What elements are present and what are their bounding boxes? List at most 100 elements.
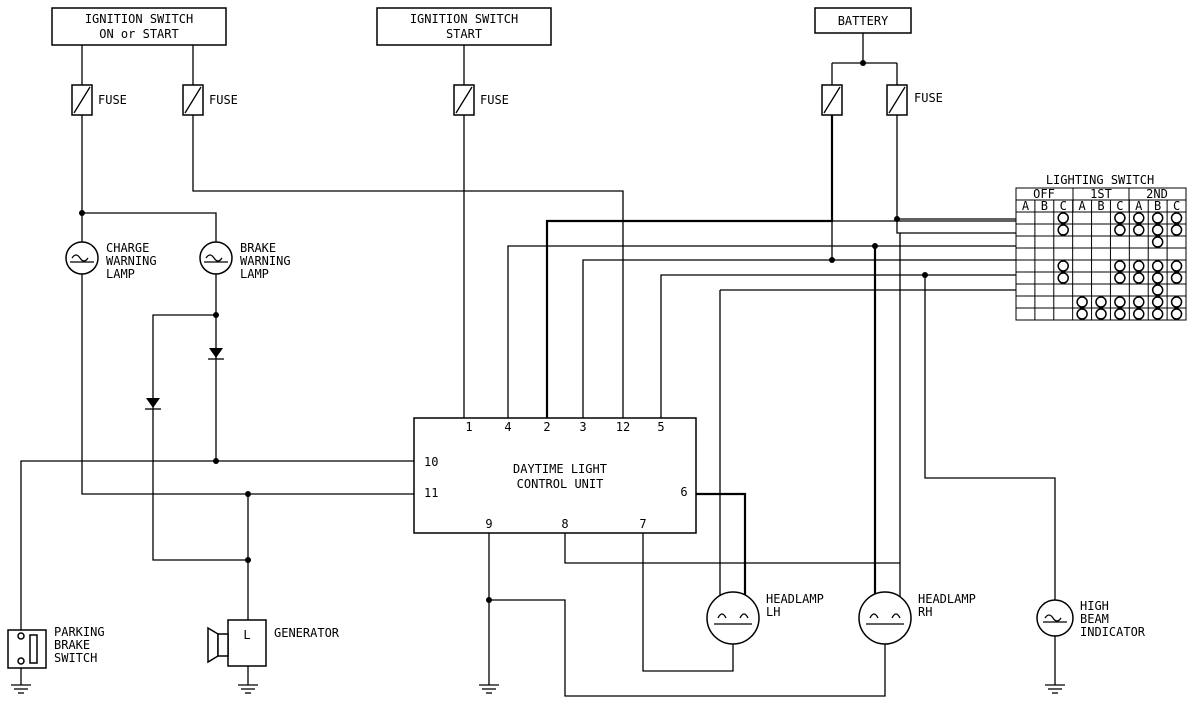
high-beam-label-3: INDICATOR (1080, 625, 1146, 639)
switch-contact (1151, 284, 1164, 296)
fuse-2-label: FUSE (209, 93, 238, 107)
daytime-light-control-unit: DAYTIME LIGHT CONTROL UNIT 1 4 2 3 12 5 … (413, 417, 697, 534)
switch-contact (1114, 296, 1126, 308)
ignition-on-start-box: IGNITION SWITCH ON or START (51, 7, 227, 46)
headlamp-rh-label-2: RH (918, 605, 932, 619)
switch-contact (1133, 308, 1145, 320)
ignition-start-label-2: START (446, 27, 482, 41)
diode-brake (208, 348, 224, 360)
switch-contact (1057, 272, 1069, 284)
high-beam-label-2: BEAM (1080, 612, 1109, 626)
battery-box: BATTERY (814, 7, 912, 34)
headlamp-rh: HEADLAMP RH (858, 591, 976, 645)
pin-label: 6 (680, 485, 687, 499)
pin-label: 7 (639, 517, 646, 531)
ignition-on-start-label-2: ON or START (99, 27, 178, 41)
lighting-column-label: A (1078, 199, 1086, 213)
switch-contact (1114, 272, 1126, 284)
ignition-start-box: IGNITION SWITCH START (376, 7, 552, 46)
switch-contact (1151, 296, 1164, 308)
lighting-group-2nd: 2ND (1146, 187, 1168, 201)
ground-icon (11, 684, 31, 694)
charge-warning-lamp: CHARGE WARNING LAMP (65, 241, 157, 281)
lighting-column-label: C (1116, 199, 1123, 213)
parking-brake-label-3: SWITCH (54, 651, 97, 665)
parking-brake-label-1: PARKING (54, 625, 105, 639)
lighting-column-label: B (1097, 199, 1104, 213)
fuse-3: FUSE (453, 45, 509, 116)
control-unit-title-1: DAYTIME LIGHT (513, 462, 607, 476)
switch-contact (1057, 224, 1069, 236)
switch-contact (1076, 296, 1088, 308)
switch-contact (1095, 308, 1107, 320)
lighting-group-1st: 1ST (1090, 187, 1112, 201)
lighting-column-label: B (1041, 199, 1048, 213)
headlamp-lh-label-1: HEADLAMP (766, 592, 824, 606)
battery-label: BATTERY (838, 14, 889, 28)
high-beam-indicator: HIGH BEAM INDICATOR (1036, 599, 1146, 639)
lighting-column-label: A (1022, 199, 1030, 213)
fuse-2: FUSE (182, 45, 238, 116)
switch-contact (1057, 260, 1069, 272)
pin-label: 10 (424, 455, 438, 469)
pin-label: 8 (561, 517, 568, 531)
switch-contact (1151, 236, 1164, 248)
switch-contact (1133, 296, 1145, 308)
switch-contact (1151, 224, 1164, 236)
pin-label: 12 (616, 420, 630, 434)
lighting-column-label: A (1135, 199, 1143, 213)
generator-label: GENERATOR (274, 626, 340, 640)
lighting-group-off: OFF (1033, 187, 1055, 201)
switch-contact (1170, 308, 1183, 320)
lighting-column-label: C (1060, 199, 1067, 213)
switch-contact (1151, 308, 1164, 320)
switch-contact (1057, 212, 1069, 224)
ground-icon (238, 684, 258, 694)
switch-contact (1114, 308, 1126, 320)
switch-contact (1170, 296, 1183, 308)
lighting-switch-title: LIGHTING SWITCH (1046, 173, 1154, 187)
diode-charge (145, 398, 161, 410)
ignition-start-label-1: IGNITION SWITCH (410, 12, 518, 26)
ground-icon (1045, 684, 1065, 694)
headlamp-lh-label-2: LH (766, 605, 780, 619)
brake-lamp-label-3: LAMP (240, 267, 269, 281)
charge-lamp-label-2: WARNING (106, 254, 157, 268)
fuse-1-label: FUSE (98, 93, 127, 107)
switch-contact (1076, 308, 1088, 320)
pin-label: 9 (485, 517, 492, 531)
lighting-column-label: B (1154, 199, 1161, 213)
switch-contact (1095, 296, 1107, 308)
ground-symbols (11, 684, 1065, 694)
pin-label: 3 (579, 420, 586, 434)
pin-label: 2 (543, 420, 550, 434)
switch-contact (1170, 272, 1183, 284)
switch-contact (1114, 224, 1126, 236)
fuse-3-label: FUSE (480, 93, 509, 107)
switch-contact (1151, 260, 1164, 272)
switch-contact (1170, 224, 1183, 236)
fuse-4: FUSE (821, 33, 943, 116)
switch-contact (1133, 212, 1145, 224)
switch-contact (1170, 212, 1183, 224)
parking-brake-switch: PARKING BRAKE SWITCH (7, 625, 105, 685)
generator: L GENERATOR (207, 619, 340, 685)
parking-brake-label-2: BRAKE (54, 638, 90, 652)
ignition-on-start-label-1: IGNITION SWITCH (85, 12, 193, 26)
switch-contact (1170, 260, 1183, 272)
switch-contact (1114, 260, 1126, 272)
control-unit-title-2: CONTROL UNIT (517, 477, 604, 491)
pin-label: 1 (465, 420, 472, 434)
switch-contact (1114, 212, 1126, 224)
headlamp-rh-label-1: HEADLAMP (918, 592, 976, 606)
switch-contact (1151, 212, 1164, 224)
charge-lamp-label-1: CHARGE (106, 241, 149, 255)
ground-icon (479, 684, 499, 694)
brake-warning-lamp: BRAKE WARNING LAMP (199, 241, 291, 281)
switch-contact (1151, 272, 1164, 284)
pin-label: 11 (424, 486, 438, 500)
generator-terminal: L (243, 628, 250, 642)
switch-contact (1133, 272, 1145, 284)
